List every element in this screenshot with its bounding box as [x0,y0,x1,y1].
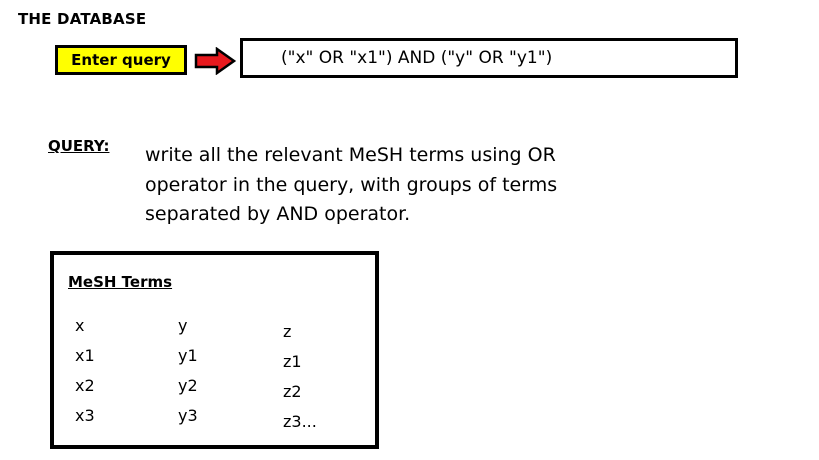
page-title: THE DATABASE [18,10,147,28]
mesh-term: y [178,316,188,335]
query-label: QUERY: [48,137,110,155]
query-instructions: write all the relevant MeSH terms using … [145,141,685,230]
mesh-term: z3... [283,412,317,431]
mesh-term: y3 [178,406,198,425]
instruction-line: write all the relevant MeSH terms using … [145,144,556,166]
instruction-line: separated by AND operator. [145,203,411,225]
mesh-term: z2 [283,382,302,401]
mesh-column-y: y y1 y2 y3 [178,311,198,431]
mesh-term: z [283,322,292,341]
mesh-term: x [75,316,85,335]
arrow-right-icon [194,47,237,75]
mesh-term: z1 [283,352,302,371]
mesh-column-x: x x1 x2 x3 [75,311,95,431]
mesh-term: x1 [75,346,95,365]
query-input[interactable]: ("x" OR "x1") AND ("y" OR "y1") [240,38,738,78]
mesh-terms-title: MeSH Terms [68,273,173,291]
enter-query-button[interactable]: Enter query [55,45,187,75]
mesh-term: y2 [178,376,198,395]
mesh-term: y1 [178,346,198,365]
mesh-term: x2 [75,376,95,395]
mesh-term: x3 [75,406,95,425]
mesh-column-z: z z1 z2 z3... [283,317,317,437]
mesh-terms-panel: MeSH Terms x x1 x2 x3 y y1 y2 y3 z z1 z2… [50,251,379,449]
instruction-line: operator in the query, with groups of te… [145,173,558,196]
